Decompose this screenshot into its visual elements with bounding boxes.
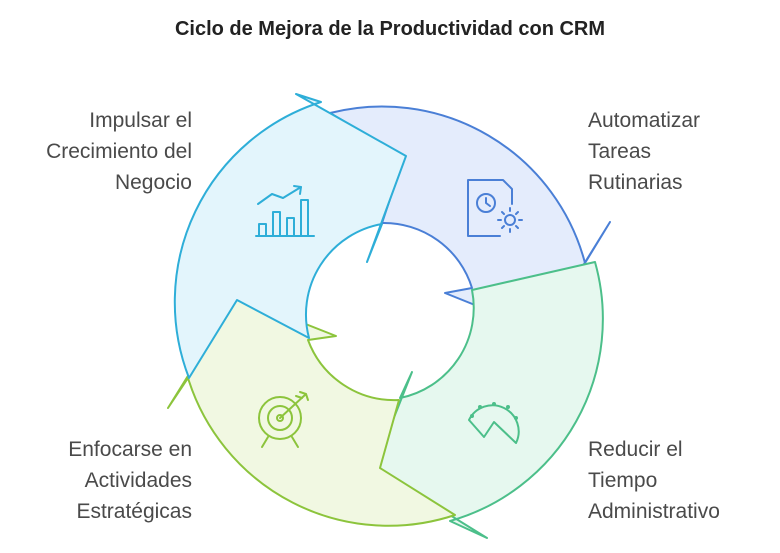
label-impulsar-line1: Impulsar el (89, 109, 192, 132)
timer-icon (468, 402, 520, 444)
label-enfocarse: Enfocarse en Actividades Estratégicas (12, 434, 192, 527)
label-reducir: Reducir el Tiempo Administrativo (588, 434, 720, 527)
label-impulsar-line2: Crecimiento del (46, 140, 192, 163)
segment-enfocarse (167, 296, 456, 527)
label-automatizar-line3: Rutinarias (588, 171, 683, 194)
label-reducir-line2: Tiempo (588, 469, 658, 492)
segment-reducir (373, 261, 604, 539)
label-reducir-line1: Reducir el (588, 438, 683, 461)
label-reducir-line3: Administrativo (588, 500, 720, 523)
target-arrow-icon (258, 391, 309, 448)
label-enfocarse-line2: Actividades (84, 469, 192, 492)
label-enfocarse-line3: Estratégicas (76, 500, 192, 523)
label-automatizar-line2: Tareas (588, 140, 652, 163)
label-enfocarse-line1: Enfocarse en (68, 438, 192, 461)
label-automatizar: Automatizar Tareas Rutinarias (588, 105, 700, 198)
diagram-title: Ciclo de Mejora de la Productividad con … (174, 18, 606, 40)
label-impulsar: Impulsar el Crecimiento del Negocio (12, 105, 192, 198)
document-clock-gear-icon (467, 179, 523, 237)
label-impulsar-line3: Negocio (114, 171, 192, 194)
growth-chart-icon (255, 185, 315, 237)
label-automatizar-line1: Automatizar (588, 109, 701, 132)
